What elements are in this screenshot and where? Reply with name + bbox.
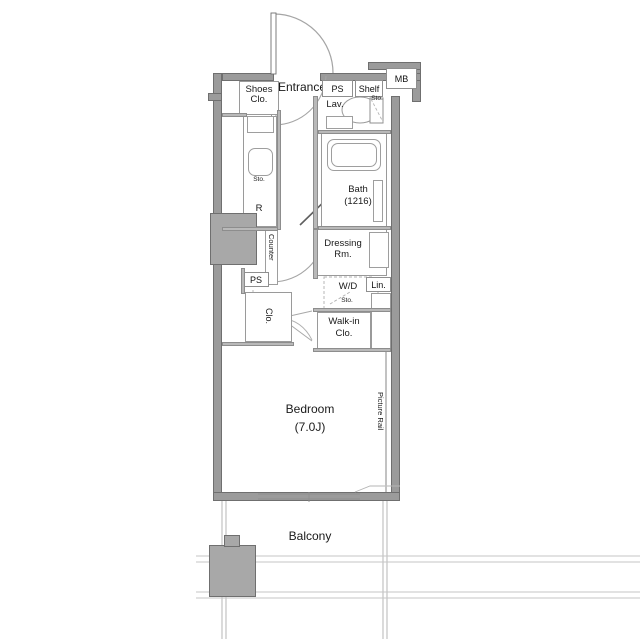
sto-wd-label: Sto. <box>341 297 353 304</box>
ps-mid-box: PS <box>243 272 269 287</box>
lin-box: Lin. <box>366 277 391 292</box>
shoes-closet-label-line1: Shoes <box>245 84 273 95</box>
partition-walkin-bottom <box>313 348 391 352</box>
bedroom-size-label: (7.0J) <box>294 420 326 434</box>
closet-label: Clo. <box>264 308 274 325</box>
picture-rail-label: Picture Rail <box>376 392 385 431</box>
bath-shower-panel <box>373 180 383 222</box>
lav-label: Lav. <box>326 99 344 110</box>
shelf-label: Shelf <box>358 83 380 94</box>
sto-lav-label: Sto. <box>371 95 383 102</box>
bath-label: Bath <box>348 184 368 195</box>
counter-label: Counter <box>267 234 276 261</box>
fridge-label: R <box>255 203 263 214</box>
partition-closet-bottom <box>222 342 294 346</box>
wall-left-entry-nub <box>208 93 222 101</box>
kitchen-stove <box>247 116 274 133</box>
wall-right-outer <box>391 96 400 501</box>
shelf-box: Shelf <box>355 80 383 97</box>
entrance-label: Entrance <box>277 80 327 94</box>
kitchen-sink <box>248 148 273 176</box>
wall-left-outer <box>213 73 222 501</box>
bathtub-inner <box>331 143 377 167</box>
partition-bath-bottom <box>318 226 391 230</box>
lin-label: Lin. <box>371 279 386 290</box>
exterior-detail-strip <box>385 352 387 492</box>
walkin-label-line2: Clo. <box>335 328 353 339</box>
balcony-label: Balcony <box>288 529 332 543</box>
walkin-rod-box <box>371 293 391 350</box>
room-walkin-closet <box>317 312 371 350</box>
ac-unit-upper-block <box>210 213 257 265</box>
partition-ps-mid-left <box>241 268 245 294</box>
room-closet <box>245 292 292 342</box>
room-shoes-closet <box>239 81 279 115</box>
partition-bath-top <box>318 130 391 134</box>
ps-top-box: PS <box>322 80 353 97</box>
wd-label: W/D <box>338 281 358 292</box>
partition-dressing-left <box>313 229 318 279</box>
sto-kitchen-label: Sto. <box>253 176 265 183</box>
partition-kitchen-right <box>277 110 281 230</box>
partition-entry-bottom <box>222 113 247 117</box>
partition-hall-right <box>313 96 318 229</box>
dressing-label-line2: Rm. <box>334 249 352 260</box>
walkin-label-line1: Walk-in <box>328 316 360 327</box>
dressing-vanity <box>369 232 389 268</box>
partition-kitchen-bottom <box>222 227 278 231</box>
shoes-closet-label-line2: Clo. <box>250 94 268 105</box>
partition-walkin-top <box>313 308 391 312</box>
lav-counter <box>326 116 353 129</box>
wall-top-left <box>222 73 274 81</box>
bath-size-label: (1216) <box>344 196 372 207</box>
ac-unit-lower-block <box>209 545 256 597</box>
dressing-label-line1: Dressing <box>324 238 362 249</box>
mb-box: MB <box>386 68 417 89</box>
wall-bottom <box>213 492 400 501</box>
ac-unit-lower-stem <box>224 535 240 547</box>
ps-top-label: PS <box>331 83 344 94</box>
bedroom-label: Bedroom <box>285 402 335 416</box>
mb-label: MB <box>394 73 409 84</box>
ps-mid-label: PS <box>249 274 262 285</box>
